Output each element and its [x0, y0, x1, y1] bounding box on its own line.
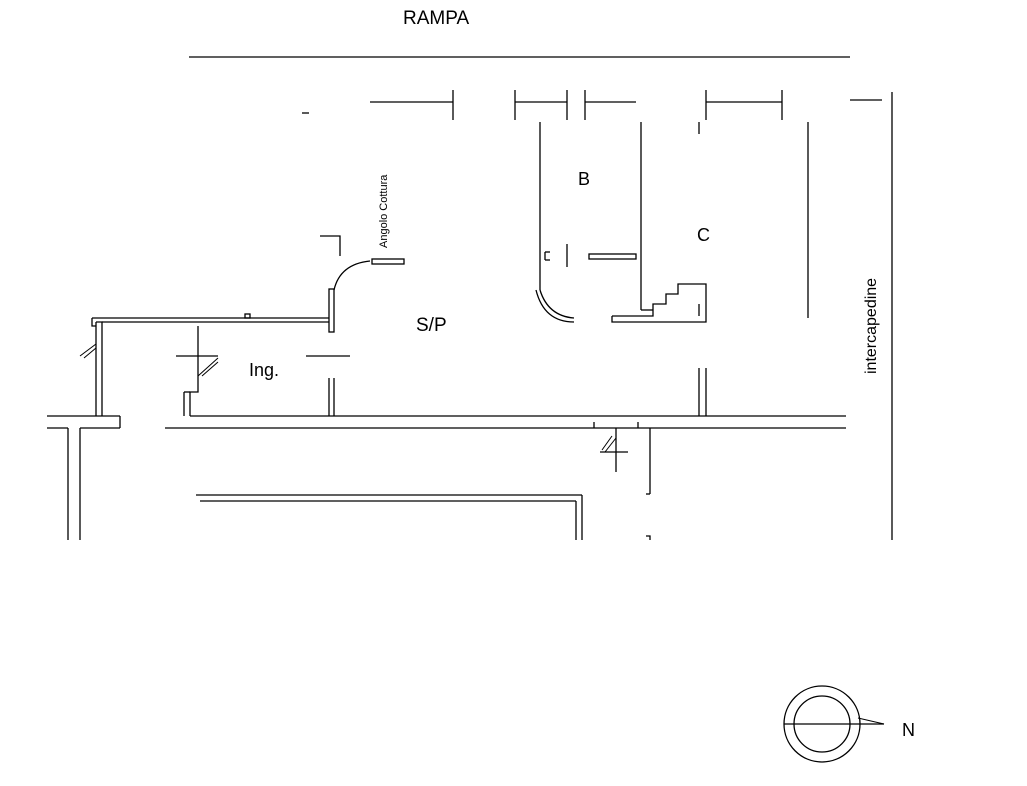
compass-icon	[783, 685, 885, 763]
cavity-label: intercapedine	[863, 278, 880, 374]
room-c-walls	[611, 122, 809, 323]
north-label: N	[902, 720, 915, 740]
main-wall	[47, 415, 846, 540]
corridor-walls	[196, 494, 583, 540]
room-b-walls	[535, 122, 642, 323]
ramp-label: RAMPA	[403, 8, 469, 29]
entrance-label: Ing.	[249, 360, 279, 380]
cooking-corner-label: Angolo Cottura	[378, 174, 390, 248]
room-b-label: B	[578, 169, 590, 189]
living-room-label: S/P	[416, 315, 447, 336]
room-c-label: C	[697, 225, 710, 245]
cooking-corner-walls	[320, 235, 405, 333]
entrance-walls	[79, 313, 707, 416]
top-wall	[302, 90, 882, 120]
